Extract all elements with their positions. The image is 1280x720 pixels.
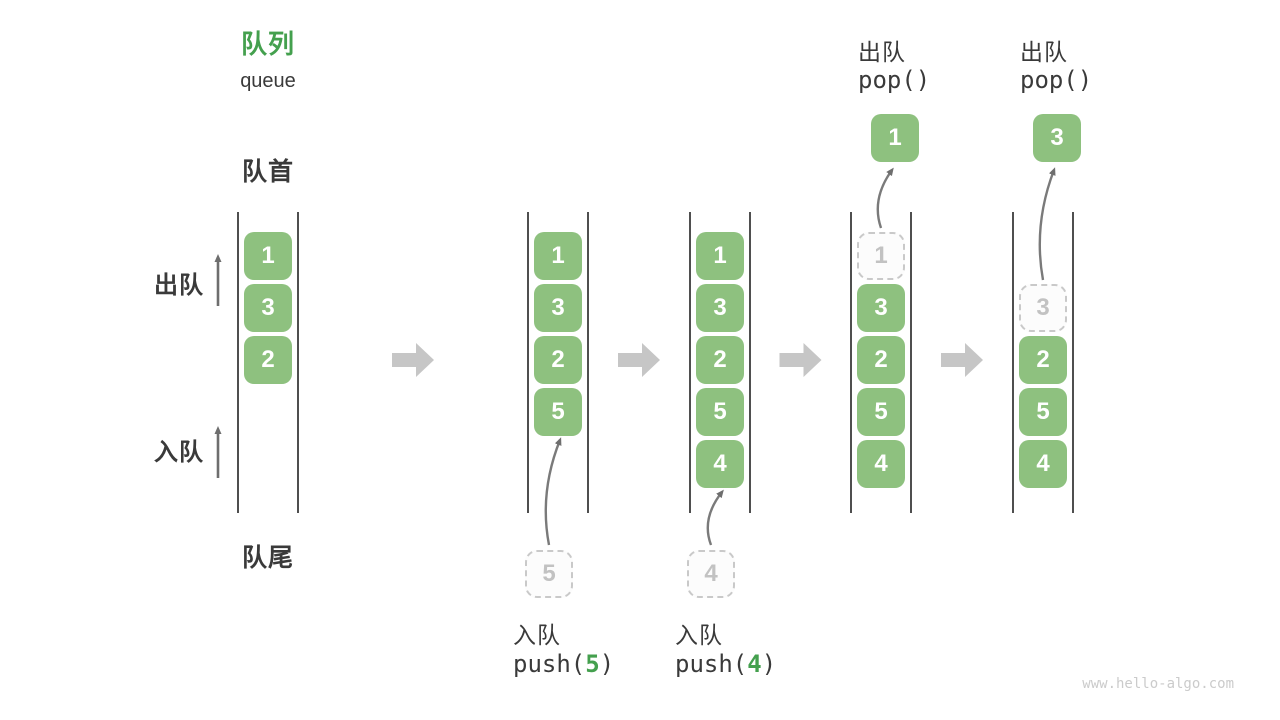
- queue-item: 5: [857, 388, 905, 436]
- queue-item: 4: [1019, 440, 1067, 488]
- push-arrow-icon: [706, 489, 724, 546]
- op-code: push(4): [675, 650, 776, 678]
- queue-item: 1: [534, 232, 582, 280]
- queue-wall-right: [587, 212, 589, 513]
- queue-wall-left: [850, 212, 852, 513]
- queue-wall-left: [237, 212, 239, 513]
- popped-item: 3: [1033, 114, 1081, 162]
- op-code: pop(): [858, 66, 930, 94]
- queue-item: 3: [244, 284, 292, 332]
- front-label: 队首: [241, 158, 294, 186]
- diagram-title-zh: 队列: [240, 29, 295, 59]
- incoming-item: 5: [525, 550, 573, 598]
- op-code-close: ): [599, 650, 615, 678]
- queue-item-dashed: 3: [1019, 284, 1067, 332]
- queue-item: 1: [244, 232, 292, 280]
- queue-item: 3: [696, 284, 744, 332]
- op-code-close: ): [761, 650, 777, 678]
- queue-item: 1: [696, 232, 744, 280]
- queue-item: 2: [534, 336, 582, 384]
- op-code: push(5): [513, 650, 614, 678]
- queue-wall-left: [1012, 212, 1014, 513]
- queue-item: 4: [696, 440, 744, 488]
- pop-arrow-icon: [876, 167, 894, 229]
- queue-wall-left: [527, 212, 529, 513]
- incoming-item: 4: [687, 550, 735, 598]
- transition-arrow-icon: [941, 343, 983, 377]
- transition-arrow-icon: [392, 343, 434, 377]
- watermark: www.hello-algo.com: [1082, 676, 1234, 692]
- queue-wall-right: [910, 212, 912, 513]
- op-label-zh: 出队: [1020, 39, 1068, 65]
- queue-wall-right: [1072, 212, 1074, 513]
- queue-item: 3: [857, 284, 905, 332]
- op-code-fn: pop(: [858, 66, 916, 94]
- queue-item: 4: [857, 440, 905, 488]
- rear-label: 队尾: [241, 544, 294, 572]
- queue-wall-right: [749, 212, 751, 513]
- op-label-zh: 出队: [858, 39, 906, 65]
- op-code-close: ): [915, 66, 931, 94]
- queue-item: 5: [1019, 388, 1067, 436]
- transition-arrow-icon: [779, 343, 822, 377]
- op-code-fn: pop(: [1020, 66, 1078, 94]
- queue-item: 3: [534, 284, 582, 332]
- queue-item-dashed: 1: [857, 232, 905, 280]
- op-code: pop(): [1020, 66, 1092, 94]
- title-block: 队列 queue: [188, 24, 348, 93]
- op-code-fn: push(: [513, 650, 586, 678]
- push-arrow-icon: [544, 437, 562, 546]
- op-label-zh: 入队: [675, 622, 723, 648]
- op-code-arg: 4: [747, 650, 762, 678]
- enqueue-side-label: 入队: [154, 439, 204, 466]
- op-code-fn: push(: [675, 650, 748, 678]
- queue-item: 5: [534, 388, 582, 436]
- op-label-zh: 入队: [513, 622, 561, 648]
- diagram-title-en: queue: [240, 70, 296, 92]
- queue-wall-right: [297, 212, 299, 513]
- op-code-arg: 5: [585, 650, 600, 678]
- pop-arrow-icon: [1038, 167, 1056, 281]
- queue-item: 2: [696, 336, 744, 384]
- dequeue-side-label: 出队: [154, 272, 204, 299]
- op-code-close: ): [1077, 66, 1093, 94]
- queue-item: 2: [1019, 336, 1067, 384]
- queue-item: 5: [696, 388, 744, 436]
- queue-item: 2: [857, 336, 905, 384]
- queue-wall-left: [689, 212, 691, 513]
- popped-item: 1: [871, 114, 919, 162]
- queue-item: 2: [244, 336, 292, 384]
- transition-arrow-icon: [618, 343, 660, 377]
